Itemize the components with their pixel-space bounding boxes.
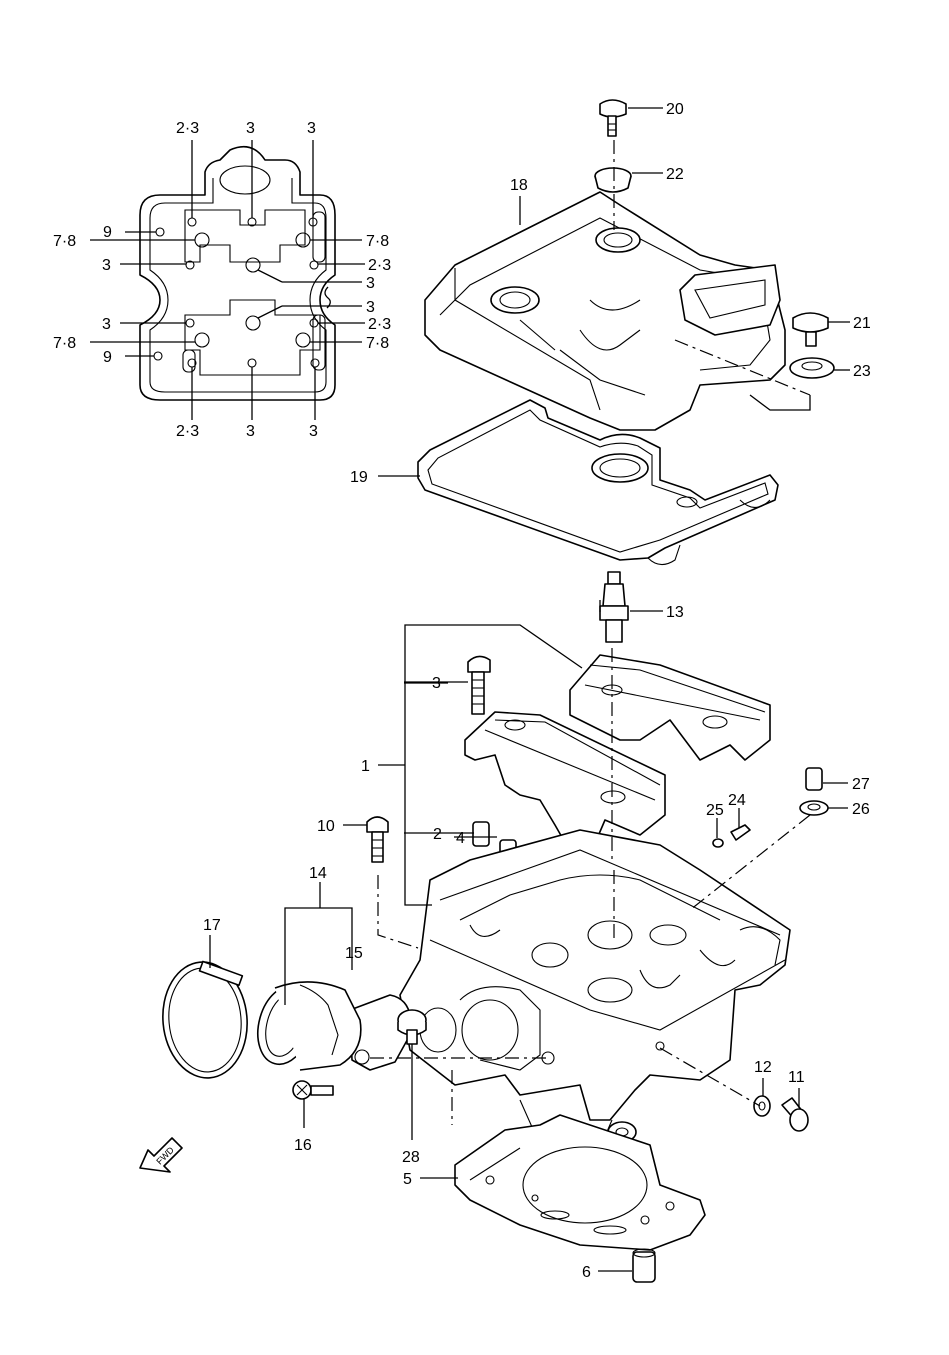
pattern-label: 3 bbox=[246, 120, 255, 137]
head-cover-part-18[interactable] bbox=[424, 191, 786, 431]
bolt-tightening-pattern: 2·3 3 3 9 7·8 7·8 3 2·3 3 3 3 2·3 7·8 7·… bbox=[53, 120, 391, 440]
pattern-label: 3 bbox=[246, 423, 255, 440]
callout-18: 18 bbox=[510, 177, 528, 194]
screw-part-16[interactable] bbox=[292, 1080, 334, 1100]
bolt-part-11[interactable] bbox=[781, 1097, 809, 1132]
bolt-part-21[interactable] bbox=[792, 312, 829, 347]
pattern-label: 3 bbox=[102, 316, 111, 333]
callout-27: 27 bbox=[852, 776, 870, 793]
pattern-label: 2·3 bbox=[368, 257, 391, 274]
intake-boot-part-14[interactable] bbox=[250, 980, 362, 1071]
callout-14: 14 bbox=[309, 865, 327, 882]
callout-10: 10 bbox=[317, 818, 335, 835]
dowel-pin-part-2[interactable] bbox=[472, 821, 490, 847]
washer-part-26[interactable] bbox=[799, 800, 829, 816]
pattern-label: 9 bbox=[103, 349, 112, 366]
callout-23: 23 bbox=[853, 363, 871, 380]
callout-17: 17 bbox=[203, 917, 221, 934]
camshaft-holder-part-1[interactable] bbox=[464, 654, 771, 861]
pattern-label: 3 bbox=[102, 257, 111, 274]
head-gasket-part-5[interactable] bbox=[454, 1114, 706, 1251]
pattern-label: 7·8 bbox=[366, 335, 389, 352]
cylinder-head[interactable] bbox=[399, 829, 791, 1149]
callout-26: 26 bbox=[852, 801, 870, 818]
callout-1: 1 bbox=[361, 758, 370, 775]
o-ring-part-25[interactable] bbox=[712, 838, 724, 848]
cover-bolt-part-20[interactable] bbox=[599, 99, 627, 137]
callout-16: 16 bbox=[294, 1137, 312, 1154]
bolt-part-3[interactable] bbox=[467, 655, 491, 715]
callout-21: 21 bbox=[853, 315, 871, 332]
callout-2: 2 bbox=[433, 826, 442, 843]
pattern-label: 7·8 bbox=[53, 335, 76, 352]
callout-12: 12 bbox=[754, 1059, 772, 1076]
pattern-label: 2·3 bbox=[368, 316, 391, 333]
plug-part-28[interactable] bbox=[397, 1009, 427, 1045]
pattern-label: 3 bbox=[307, 120, 316, 137]
callout-28: 28 bbox=[402, 1149, 420, 1166]
callout-20: 20 bbox=[666, 101, 684, 118]
callout-4: 4 bbox=[456, 830, 465, 847]
dowel-pin-part-6[interactable] bbox=[632, 1248, 656, 1283]
pattern-label: 2·3 bbox=[176, 423, 199, 440]
callout-11: 11 bbox=[788, 1069, 805, 1086]
callout-19: 19 bbox=[350, 469, 368, 486]
callout-13: 13 bbox=[666, 604, 684, 621]
washer-part-12[interactable] bbox=[753, 1095, 771, 1117]
callout-3: 3 bbox=[432, 675, 441, 692]
callout-5: 5 bbox=[403, 1171, 412, 1188]
callout-6: 6 bbox=[582, 1264, 591, 1281]
grommet-part-22[interactable] bbox=[594, 167, 632, 193]
pin-part-27[interactable] bbox=[805, 767, 823, 791]
clamp-part-17[interactable] bbox=[158, 959, 252, 1082]
bolt-part-10[interactable] bbox=[366, 816, 389, 863]
callout-24: 24 bbox=[728, 792, 746, 809]
head-cover-gasket-part-19[interactable] bbox=[417, 399, 779, 566]
pattern-label: 3 bbox=[366, 275, 375, 292]
callout-15: 15 bbox=[345, 945, 363, 962]
callout-leaders bbox=[209, 107, 850, 1272]
pattern-label: 7·8 bbox=[366, 233, 389, 250]
callout-22: 22 bbox=[666, 166, 684, 183]
callout-numbers: 20 22 18 21 23 19 13 3 1 2 4 10 27 26 25… bbox=[203, 101, 871, 1281]
washer-part-23[interactable] bbox=[789, 357, 835, 379]
pattern-label: 2·3 bbox=[176, 120, 199, 137]
pattern-label: 3 bbox=[366, 299, 375, 316]
pattern-label: 3 bbox=[309, 423, 318, 440]
pattern-label: 9 bbox=[103, 224, 112, 241]
pattern-label: 7·8 bbox=[53, 233, 76, 250]
spark-plug-part-13[interactable] bbox=[599, 571, 629, 643]
forward-direction-arrow: FWD bbox=[139, 1137, 183, 1173]
plug-part-24[interactable] bbox=[730, 824, 751, 841]
callout-25: 25 bbox=[706, 802, 724, 819]
